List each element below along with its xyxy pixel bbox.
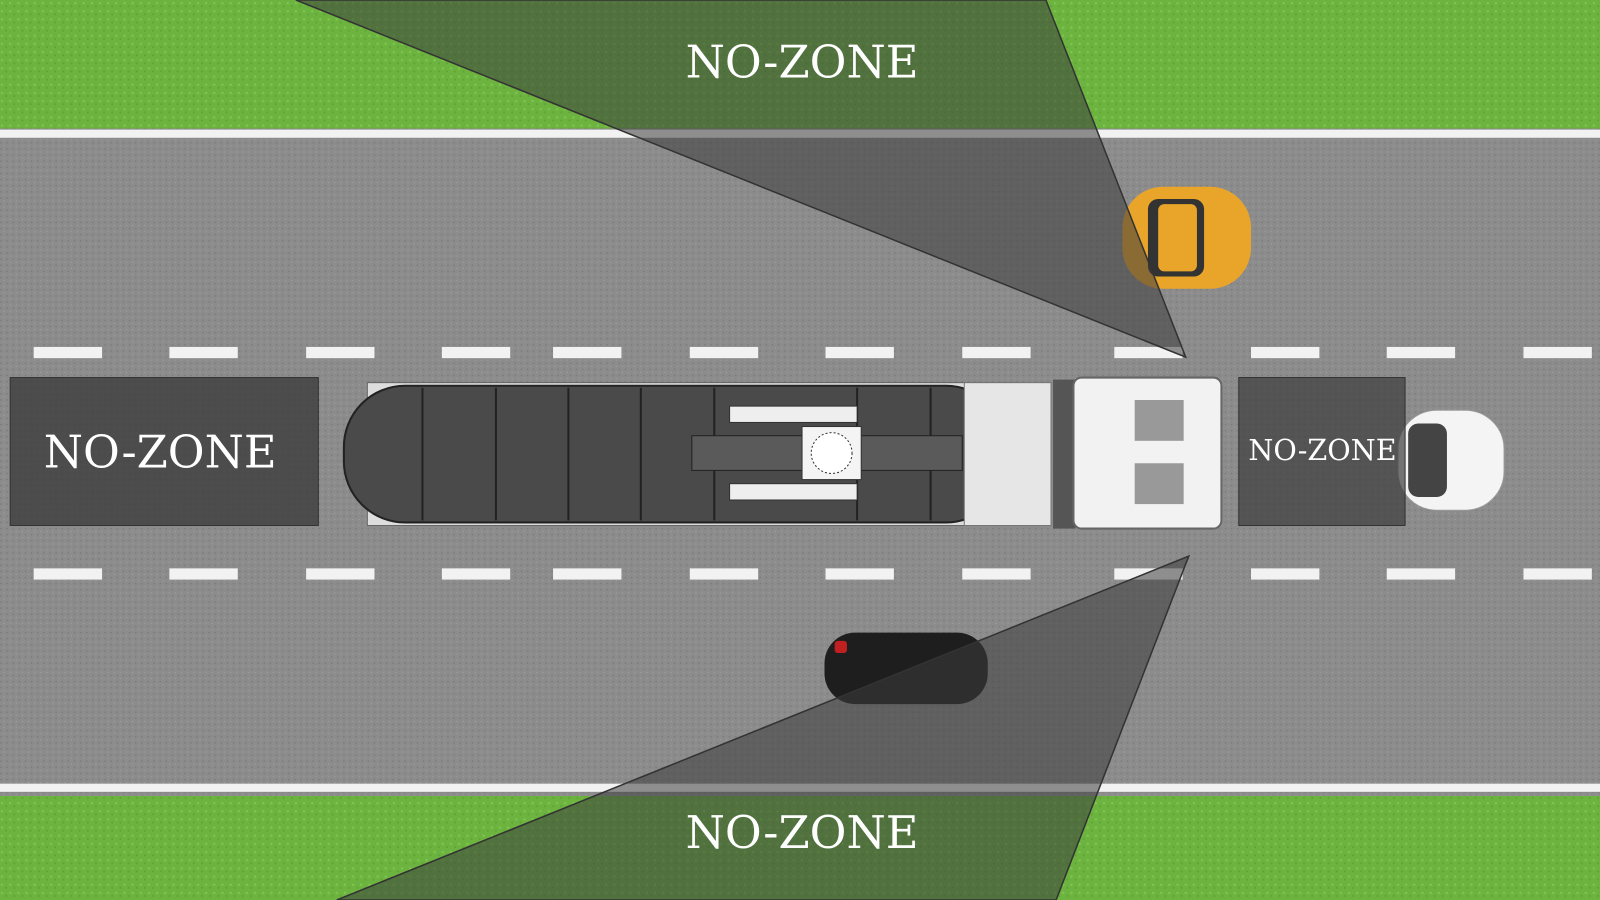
no-zone-bottom: NO-ZONE	[336, 554, 1191, 900]
tanker-truck	[342, 376, 1223, 530]
white-car	[1397, 409, 1505, 511]
no-zone-rear: NO-ZONE	[9, 377, 319, 527]
no-zone-front-label: NO-ZONE	[1248, 433, 1396, 467]
no-zone-top-label: NO-ZONE	[686, 36, 919, 89]
no-zone-front: NO-ZONE	[1238, 377, 1406, 527]
no-zone-bottom-label: NO-ZONE	[686, 806, 919, 859]
lane-divider-top	[33, 346, 1592, 359]
no-zone-top: NO-ZONE	[295, 0, 1188, 359]
yellow-car	[1122, 186, 1252, 289]
no-zone-rear-label: NO-ZONE	[44, 425, 277, 478]
